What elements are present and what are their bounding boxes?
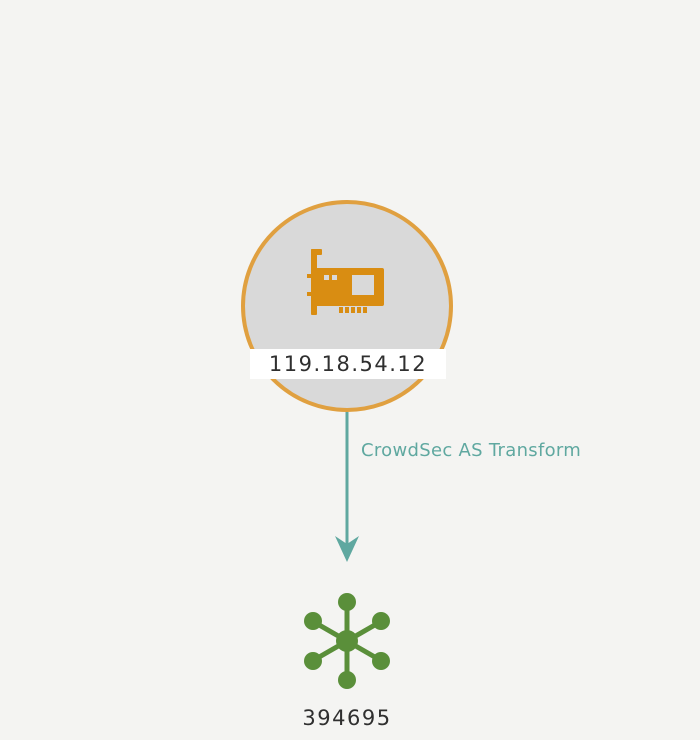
ip-node-label: 119.18.54.12 [250, 349, 446, 379]
transform-edge[interactable] [335, 412, 359, 562]
hub-network-icon[interactable] [304, 593, 390, 689]
edge-arrowhead [335, 536, 359, 562]
edge-label: CrowdSec AS Transform [361, 440, 582, 461]
asn-node-label: 394695 [302, 706, 392, 730]
network-card-icon [307, 249, 384, 315]
